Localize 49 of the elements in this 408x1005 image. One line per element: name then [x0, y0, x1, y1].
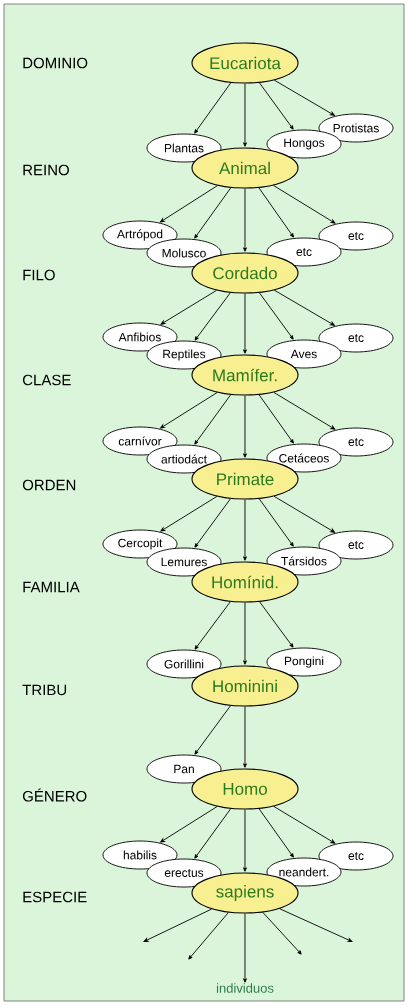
arrow — [243, 83, 247, 147]
rank-label: REINO — [23, 164, 69, 176]
arrow — [273, 391, 336, 430]
arrow — [243, 293, 247, 354]
arrow — [194, 82, 232, 134]
rank-label: FAMILIA — [23, 581, 80, 593]
arrow — [279, 908, 353, 942]
arrow — [194, 601, 231, 650]
arrow — [243, 706, 247, 768]
arrow — [243, 499, 247, 561]
arrow — [160, 806, 218, 843]
arrow — [143, 908, 213, 942]
arrow — [273, 289, 335, 326]
arrow — [194, 292, 231, 341]
arrow — [194, 187, 232, 239]
arrow — [273, 805, 336, 844]
rank-label: FILO — [23, 269, 55, 281]
arrow — [258, 187, 294, 238]
arrow — [194, 394, 232, 445]
rank-label: CLASE — [22, 374, 71, 386]
arrow — [194, 705, 231, 755]
arrow — [243, 188, 247, 252]
arrow — [258, 394, 294, 444]
arrow — [194, 498, 231, 548]
arrow — [188, 912, 229, 960]
arrow — [159, 185, 218, 223]
arrow — [273, 79, 335, 116]
arrow — [243, 913, 247, 983]
rank-label: DOMINIO — [23, 57, 88, 69]
arrow — [273, 184, 336, 224]
arrow — [243, 602, 247, 665]
arrow — [258, 808, 294, 858]
arrow — [262, 911, 302, 955]
rank-label: ORDEN — [22, 479, 76, 491]
arrow — [258, 498, 294, 547]
rank-label: TRIBU — [22, 684, 67, 696]
arrow — [160, 496, 218, 532]
arrow — [243, 809, 247, 872]
arrow — [259, 601, 294, 648]
arrow — [243, 395, 247, 458]
arrow — [160, 392, 218, 429]
rank-label: ESPECIE — [23, 891, 87, 903]
arrow — [258, 82, 294, 130]
arrow — [258, 292, 294, 340]
individuals-label: individuos — [216, 983, 274, 993]
arrow — [273, 495, 336, 533]
arrow — [160, 289, 217, 325]
arrow — [194, 808, 232, 859]
rank-label: GÉNERO — [22, 788, 87, 802]
